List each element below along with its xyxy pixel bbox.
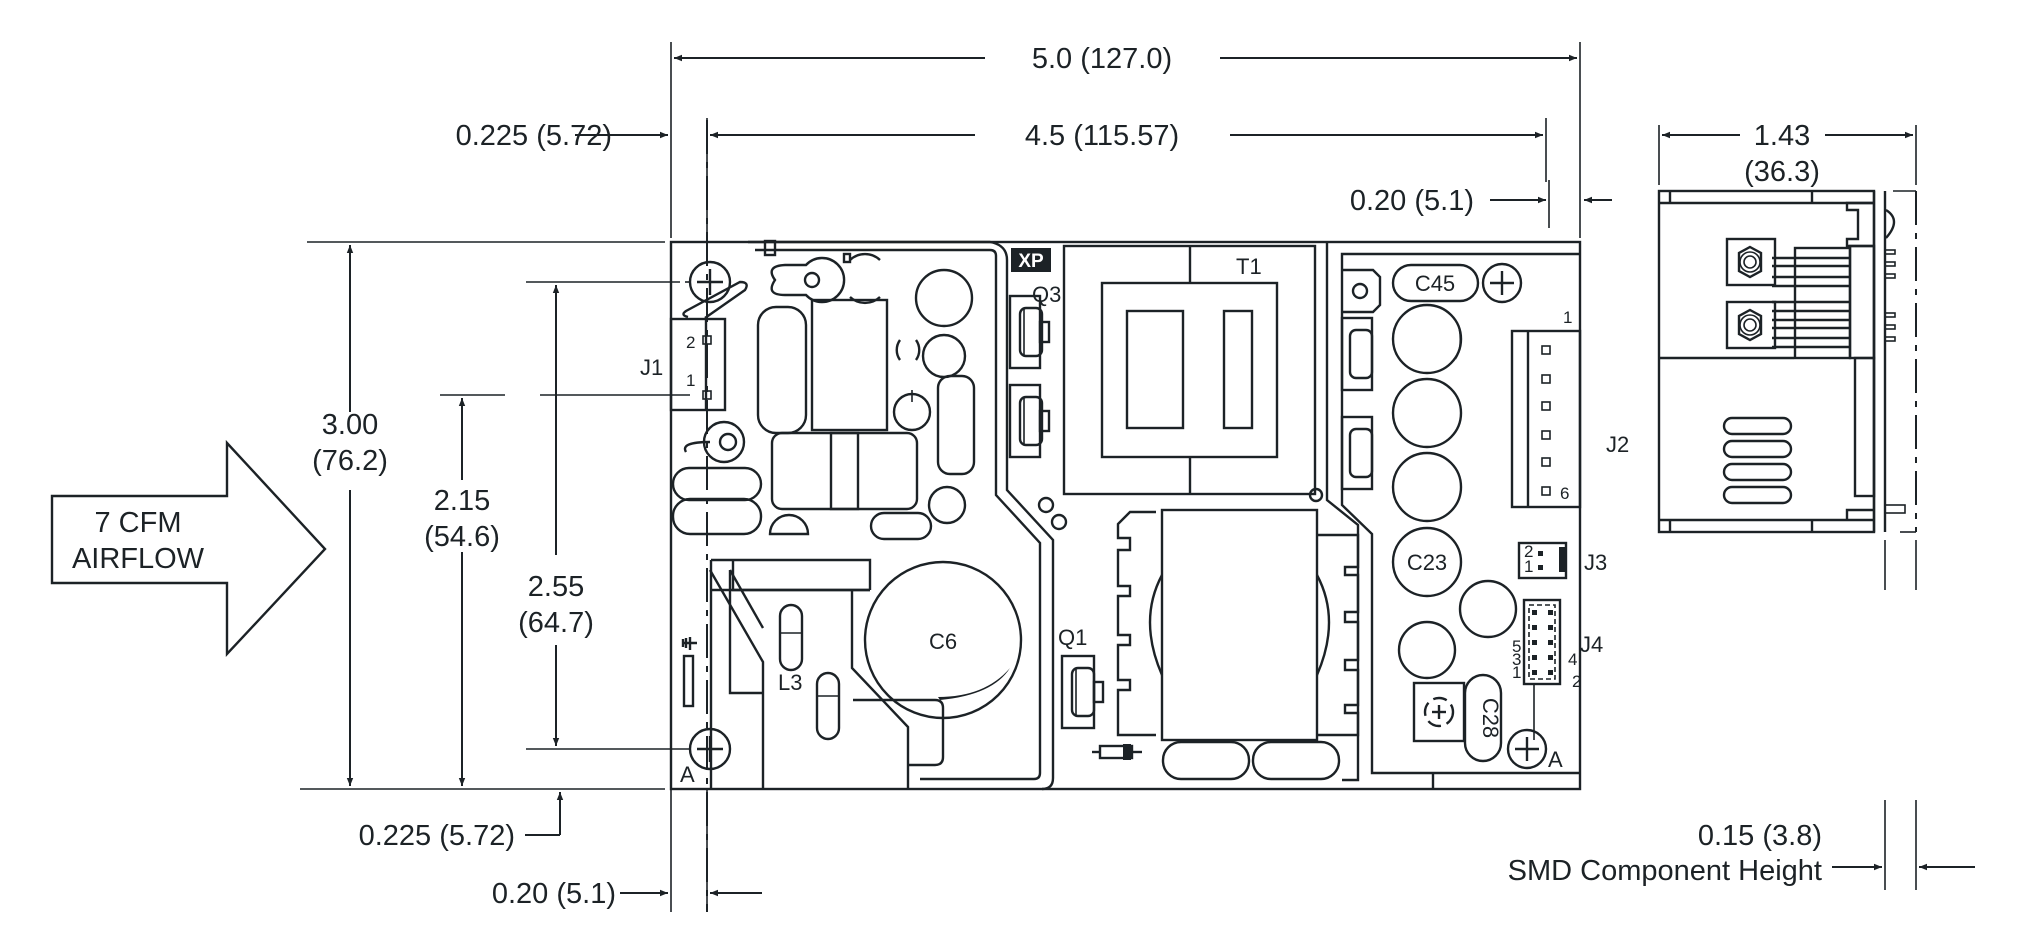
dim-smd-height: 0.15 (3.8) SMD Component Height bbox=[1508, 540, 1975, 890]
connector-j4 bbox=[1522, 598, 1562, 740]
mount-hole-top-right bbox=[1481, 262, 1523, 304]
smd-component-height-caption: SMD Component Height bbox=[1508, 855, 1822, 887]
j4-pin2-label: 2 bbox=[1572, 672, 1581, 691]
j3-pin2-label: 2 bbox=[1524, 542, 1533, 561]
airflow-line1: 7 CFM bbox=[95, 507, 182, 539]
capacitor-c6 bbox=[853, 560, 1023, 767]
overall-width-mm-label: (76.2) bbox=[312, 445, 388, 477]
dim-overall-length: 5.0 (127.0) bbox=[670, 42, 1581, 238]
j2-label: J2 bbox=[1606, 432, 1629, 457]
hole-a-left-label: A bbox=[680, 762, 695, 787]
j1-pin-offset-in-label: 2.15 bbox=[434, 485, 490, 517]
j1-pin1-label: 1 bbox=[686, 371, 695, 390]
j2-pin6-label: 6 bbox=[1560, 484, 1569, 503]
side-smd-pins bbox=[1884, 249, 1906, 514]
right-hole-offset-label: 0.20 (5.1) bbox=[1350, 185, 1474, 217]
transistor-q1 bbox=[1060, 654, 1105, 730]
j4-pin5-label: 5 bbox=[1512, 637, 1521, 656]
c23-label: C23 bbox=[1407, 550, 1447, 575]
output-transistors bbox=[1340, 316, 1374, 491]
c6-label: C6 bbox=[929, 629, 957, 654]
dim-mount-hole-spacing-x: 4.5 (115.57) bbox=[706, 118, 1547, 262]
mount-hole-spacing-y-mm-label: (64.7) bbox=[518, 607, 594, 639]
left-hole-offset-top-label: 0.225 (5.72) bbox=[456, 120, 612, 152]
j4-pin1-label: 1 bbox=[1512, 663, 1521, 682]
l3-label: L3 bbox=[778, 670, 802, 695]
j3-label: J3 bbox=[1584, 550, 1607, 575]
c45-label: C45 bbox=[1415, 271, 1455, 296]
j4-pin3-label: 3 bbox=[1512, 650, 1521, 669]
transformer-t1 bbox=[1062, 244, 1324, 503]
smd-height-label: 0.15 (3.8) bbox=[1698, 820, 1822, 852]
j1-pin2-label: 2 bbox=[686, 333, 695, 352]
airflow-arrow: 7 CFM AIRFLOW bbox=[50, 439, 327, 658]
bottom-hole-offset-label: 0.225 (5.72) bbox=[359, 820, 515, 852]
connector-j2 bbox=[1510, 329, 1582, 509]
dim-left-hole-offset-bottom: 0.20 (5.1) bbox=[492, 790, 762, 912]
side-pins bbox=[1772, 256, 1850, 349]
j4-pin4-label: 4 bbox=[1568, 650, 1577, 669]
c28-label: C28 bbox=[1478, 698, 1503, 738]
side-vent-slots bbox=[1722, 416, 1793, 505]
overall-width-in-label: 3.00 bbox=[322, 409, 378, 441]
output-capacitors bbox=[1391, 303, 1518, 680]
transistor-q3 bbox=[1008, 294, 1051, 459]
xp-logo: XP bbox=[1011, 248, 1051, 272]
mount-hole-spacing-x-label: 4.5 (115.57) bbox=[1025, 120, 1179, 152]
t1-label: T1 bbox=[1236, 254, 1262, 279]
side-height-mm-label: (36.3) bbox=[1744, 156, 1820, 188]
mount-hole-bottom-right bbox=[1506, 728, 1548, 770]
side-height-in-label: 1.43 bbox=[1754, 120, 1810, 152]
dim-bottom-hole-offset: 0.225 (5.72) bbox=[359, 792, 564, 852]
mount-hole-spacing-y-in-label: 2.55 bbox=[528, 571, 584, 603]
mount-hole-top-left bbox=[688, 260, 732, 304]
side-view: 1.43 (36.3) bbox=[1657, 120, 1917, 534]
left-hole-offset-bottom-label: 0.20 (5.1) bbox=[492, 878, 616, 910]
capacitor-c45 bbox=[1391, 263, 1480, 303]
j4-label: J4 bbox=[1580, 632, 1603, 657]
j1-label: J1 bbox=[640, 355, 663, 380]
dim-right-hole-offset: 0.20 (5.1) bbox=[1350, 180, 1612, 228]
overall-length-label: 5.0 (127.0) bbox=[1032, 43, 1172, 75]
inductor-l3-area bbox=[681, 558, 910, 789]
connector-j1 bbox=[669, 280, 748, 412]
diode bbox=[1092, 744, 1142, 760]
airflow-line2: AIRFLOW bbox=[72, 543, 205, 575]
j3-pin1-label: 1 bbox=[1524, 557, 1533, 576]
xp-logo-text: XP bbox=[1018, 251, 1044, 272]
connector-j3 bbox=[1517, 541, 1568, 580]
transformer-lower bbox=[1116, 508, 1360, 781]
dim-mount-hole-spacing-y: 2.55 (64.7) bbox=[518, 281, 690, 750]
q1-label: Q1 bbox=[1058, 625, 1087, 650]
trim-potentiometer bbox=[1412, 681, 1466, 743]
capacitor-c28 bbox=[1463, 673, 1503, 763]
j2-pin1-label: 1 bbox=[1563, 308, 1572, 327]
pcb-top-view: A 2 1 J1 bbox=[640, 120, 1629, 912]
dim-j1-pin-offset: 2.15 (54.6) bbox=[424, 394, 690, 786]
input-filter-components bbox=[671, 239, 976, 541]
q3-label: Q3 bbox=[1032, 282, 1061, 307]
dim-left-hole-offset-top: 0.225 (5.72) bbox=[456, 120, 668, 152]
j1-pin-offset-mm-label: (54.6) bbox=[424, 521, 500, 553]
dim-overall-width: 3.00 (76.2) bbox=[300, 241, 665, 790]
hole-a-right-label: A bbox=[1548, 747, 1563, 772]
